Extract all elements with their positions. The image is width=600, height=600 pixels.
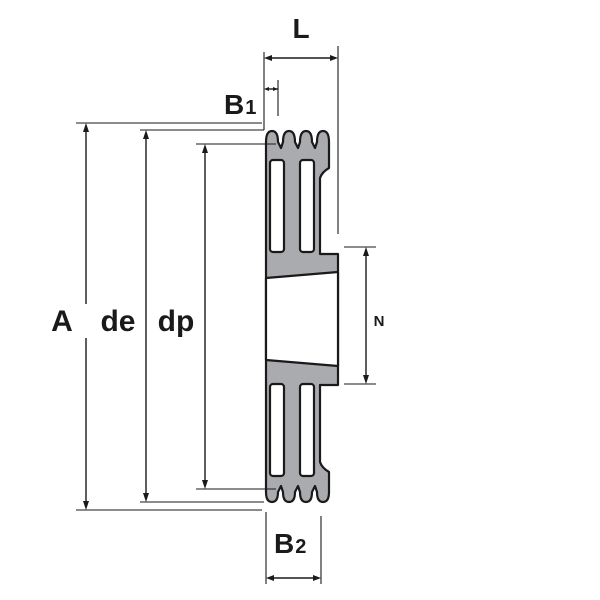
label-L: L <box>292 13 309 44</box>
lower-left-window <box>268 382 286 478</box>
dimension-A: A <box>51 122 262 511</box>
dimension-de: de <box>100 129 264 503</box>
tapered-bore <box>264 270 340 368</box>
pulley-section <box>264 129 340 504</box>
dimension-N: N <box>344 246 385 385</box>
label-dp: dp <box>158 305 195 338</box>
label-de: de <box>100 305 135 338</box>
label-B2: B2 <box>274 528 306 559</box>
label-N: N <box>374 313 385 330</box>
upper-left-window <box>268 158 286 254</box>
dimension-B1: B1 <box>224 80 279 120</box>
dimension-L: L <box>263 13 339 234</box>
label-A: A <box>51 305 73 338</box>
dimension-B2: B2 <box>265 512 322 584</box>
upper-right-window <box>298 158 316 254</box>
dimension-dp: dp <box>154 143 276 490</box>
label-B1: B1 <box>224 89 256 120</box>
lower-right-window <box>298 382 316 478</box>
